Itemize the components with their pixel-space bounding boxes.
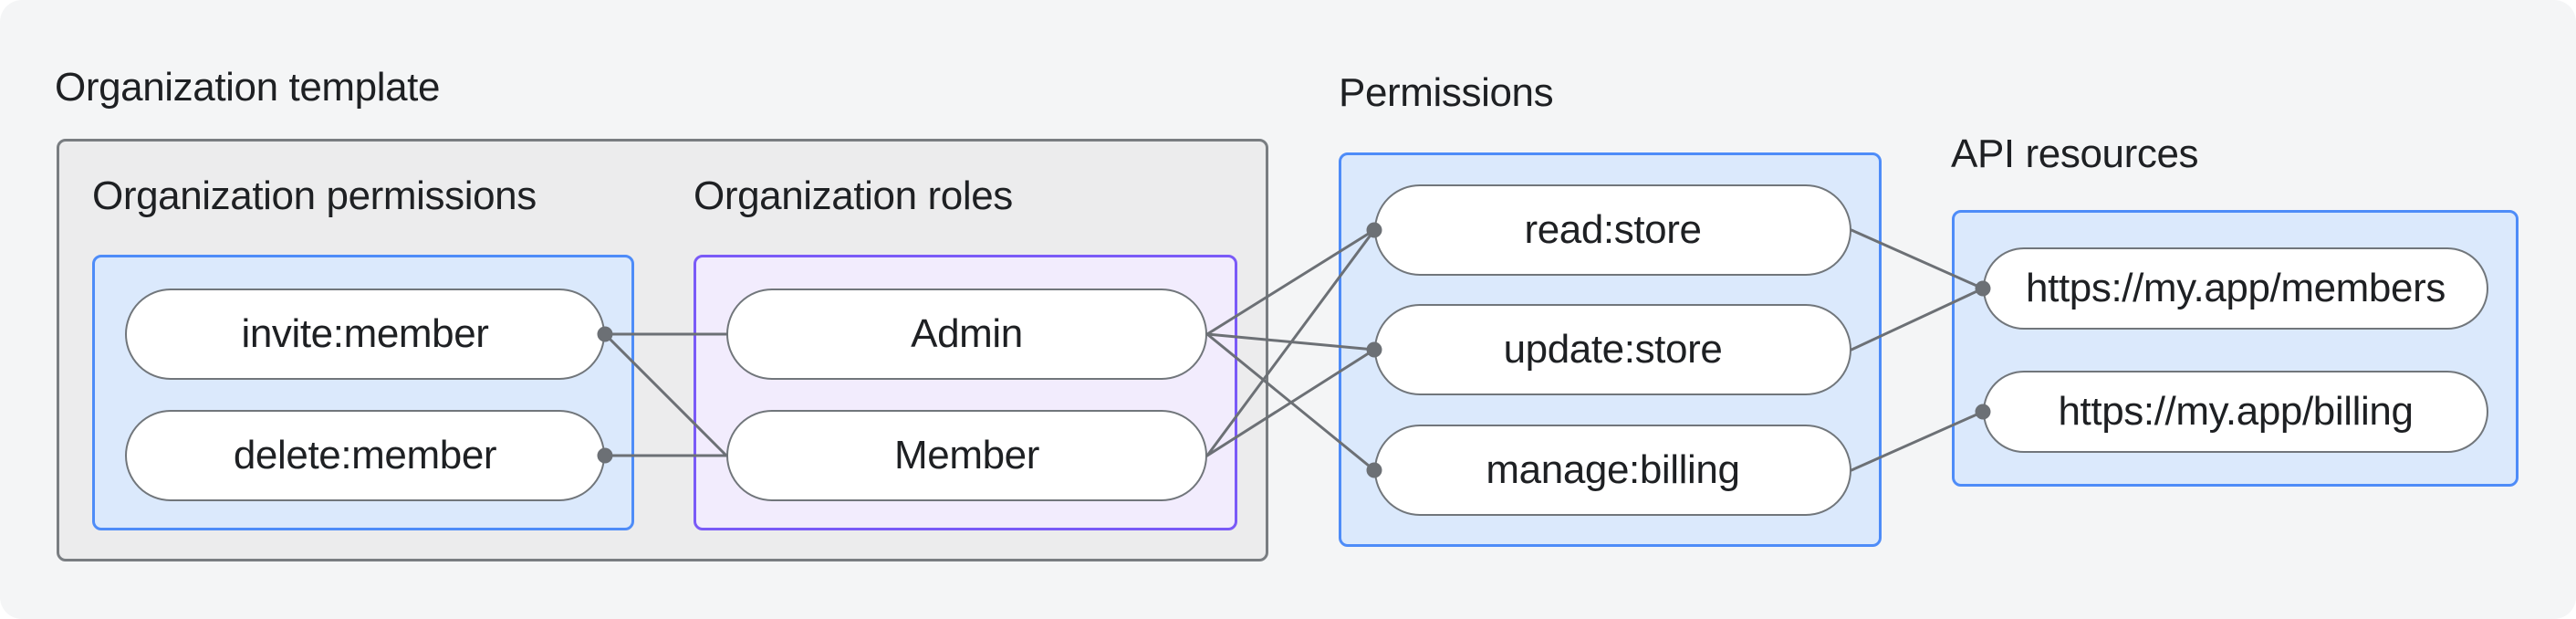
org-permissions-label: Organization permissions	[92, 173, 537, 218]
node-manage-billing: manage:billing	[1374, 425, 1851, 516]
node-read-store: read:store	[1374, 184, 1851, 276]
node-api-members-url: https://my.app/members	[1983, 247, 2488, 330]
node-admin-role: Admin	[726, 289, 1207, 380]
org-roles-box: Admin Member	[694, 255, 1237, 530]
permissions-box: read:store update:store manage:billing	[1339, 152, 1882, 547]
org-template-label: Organization template	[55, 65, 441, 110]
permissions-label: Permissions	[1339, 70, 1554, 115]
org-roles-label: Organization roles	[694, 173, 1013, 218]
org-template-box: Organization permissions invite:member d…	[57, 139, 1268, 561]
api-resources-label: API resources	[1951, 131, 2199, 176]
node-update-store: update:store	[1374, 304, 1851, 395]
api-resources-box: https://my.app/members https://my.app/bi…	[1952, 210, 2519, 487]
node-delete-member: delete:member	[125, 410, 605, 501]
org-permissions-box: invite:member delete:member	[92, 255, 634, 530]
node-member-role: Member	[726, 410, 1207, 501]
node-invite-member: invite:member	[125, 289, 605, 380]
node-api-billing-url: https://my.app/billing	[1983, 371, 2488, 453]
